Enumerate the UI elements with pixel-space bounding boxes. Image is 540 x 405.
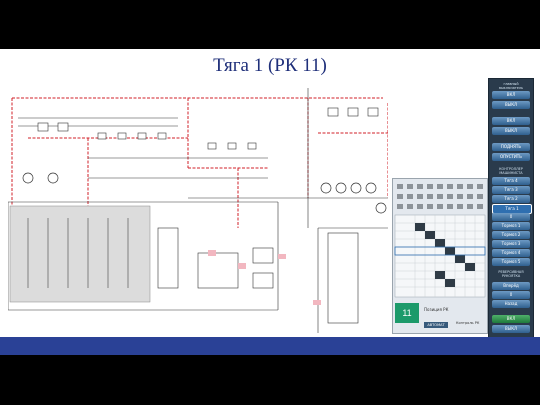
reverser-forward[interactable]: Вперёд: [492, 282, 530, 290]
pantograph-raise-button[interactable]: ПОДНЯТЬ: [492, 143, 530, 151]
mode-brake-2[interactable]: Тормоз 2: [492, 231, 530, 239]
mode-traction-4[interactable]: Тяга 4: [492, 177, 530, 185]
position-control-label: Контроль РК: [456, 321, 480, 325]
mode-brake-5[interactable]: Тормоз 5: [492, 258, 530, 266]
auto-button[interactable]: АВТОМАТ: [424, 322, 448, 328]
main-switch-on-button[interactable]: ВКЛ: [492, 91, 530, 99]
slide-title: Тяга 1 (РК 11): [213, 55, 327, 76]
position-grid: [394, 184, 486, 298]
main-switch-label: главный выключатель: [498, 82, 524, 90]
position-value: 11: [395, 303, 419, 323]
aux-on-button[interactable]: ВКЛ: [492, 117, 530, 125]
mode-brake-3[interactable]: Тормоз 3: [492, 240, 530, 248]
controller-label: КОНТРОЛЛЕР МАШИНИСТА: [499, 167, 523, 175]
mode-brake-4[interactable]: Тормоз 4: [492, 249, 530, 257]
slide-footer-bar: [0, 337, 540, 355]
pantograph-lower-button[interactable]: ОПУСТИТЬ: [492, 153, 530, 161]
reverser-back[interactable]: Назад: [492, 300, 530, 308]
circuit-diagram: [8, 88, 388, 333]
position-label: Позиция РК: [424, 307, 449, 312]
slide: Тяга 1 (РК 11): [0, 49, 540, 355]
mode-brake-1[interactable]: Тормоз 1: [492, 222, 530, 230]
reverser-label: РЕВЕРСИВНАЯ РУКОЯТКА: [498, 270, 524, 278]
main-switch-off-button[interactable]: ВЫКЛ: [492, 101, 530, 109]
mode-zero[interactable]: 0: [492, 213, 530, 221]
reverser-zero[interactable]: 0: [492, 291, 530, 299]
mode-traction-3[interactable]: Тяга 3: [492, 186, 530, 194]
control-panel: главный выключатель ВКЛ ВЫКЛ ВКЛ ВЫКЛ ПО…: [488, 78, 534, 338]
bottom-on-button[interactable]: ВКЛ: [492, 315, 530, 323]
mode-traction-2[interactable]: Тяга 2: [492, 195, 530, 203]
aux-off-button[interactable]: ВЫКЛ: [492, 127, 530, 135]
bottom-off-button[interactable]: ВЫКЛ: [492, 325, 530, 333]
